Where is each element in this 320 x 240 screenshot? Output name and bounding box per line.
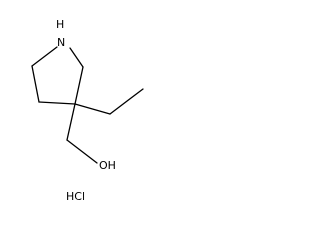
nitrogen-label: N	[57, 36, 65, 49]
bond-c2-c3	[31, 65, 40, 103]
bond-ethyl-ch2-ch3	[109, 88, 144, 115]
hydroxyl-label: OH	[99, 159, 116, 172]
bond-ch2-o	[66, 139, 98, 164]
bond-n-c2	[31, 46, 58, 67]
bond-c4-ethyl-ch2	[74, 103, 111, 115]
structure-diagram: H N OH HCl	[31, 18, 144, 203]
bond-c4-c5	[74, 66, 84, 105]
nitrogen-hydrogen-label: H	[56, 18, 64, 31]
bond-c5-n	[69, 47, 84, 68]
bond-c3-c4	[38, 101, 76, 105]
hcl-salt-label: HCl	[66, 190, 85, 203]
bond-c4-ch2	[66, 103, 76, 141]
